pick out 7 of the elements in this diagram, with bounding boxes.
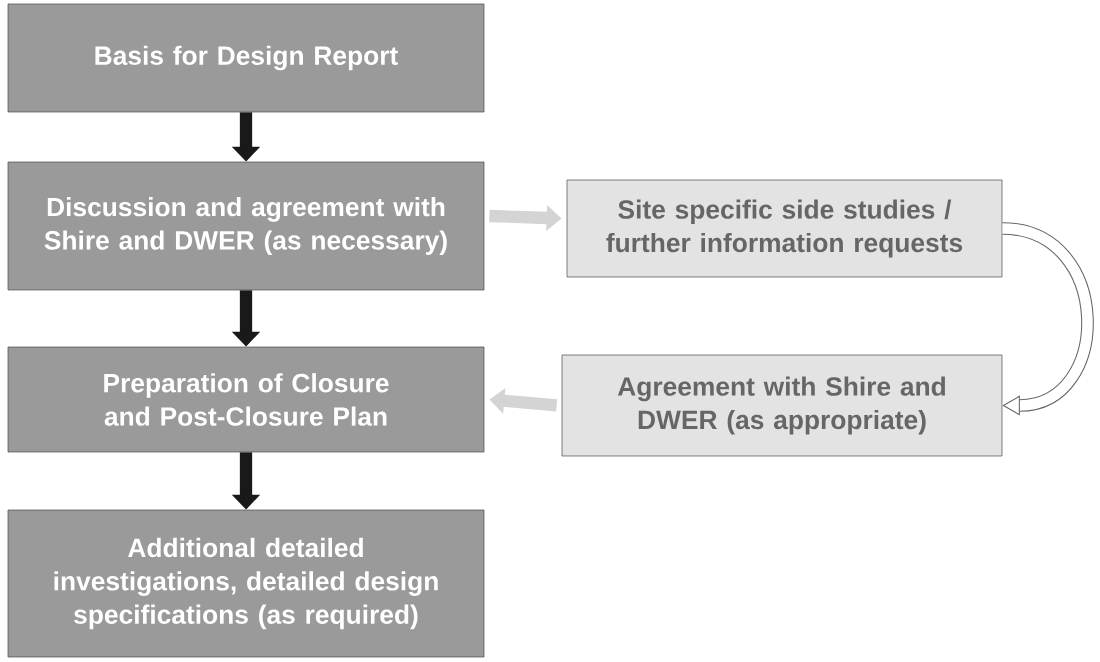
process-box: Additional detailed investigations, detailed design specifications (as required): [7, 509, 485, 658]
process-box: Site specific side studies / further information requests: [566, 179, 1003, 278]
process-box: Preparation of Closure and Post-Closure Plan: [7, 346, 485, 453]
process-box: Agreement with Shire and DWER (as appropriate): [561, 354, 1003, 457]
process-box: Basis for Design Report: [7, 3, 485, 113]
arrow: [1001, 222, 1094, 416]
process-box: Discussion and agreement with Shire and DWER (as necessary): [7, 161, 485, 291]
